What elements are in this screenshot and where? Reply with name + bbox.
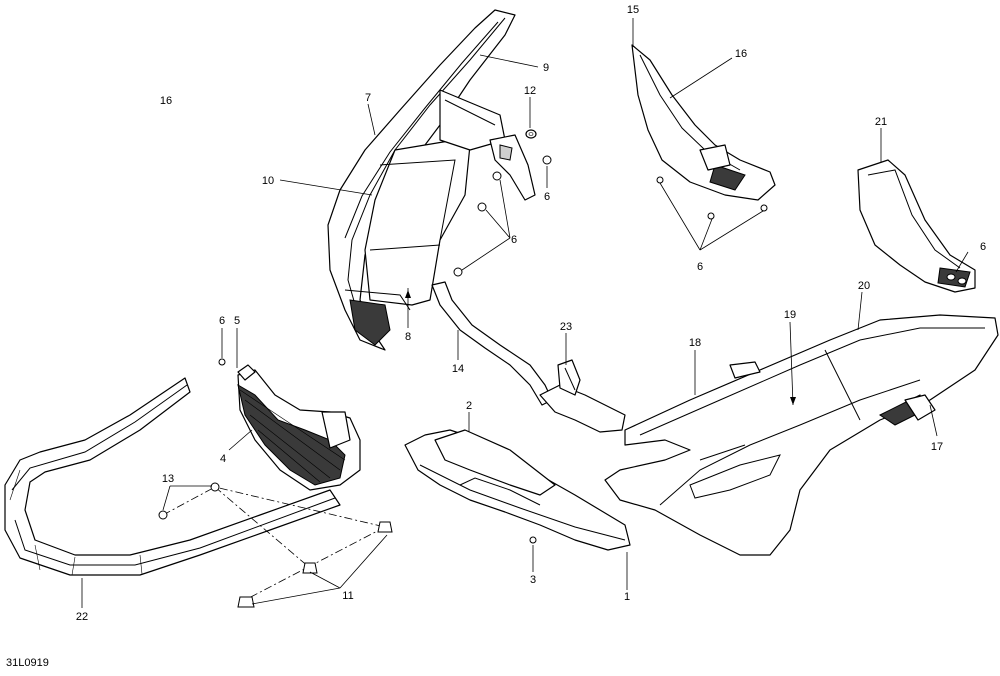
callout-2: 2 — [466, 400, 472, 412]
callout-8: 8 — [405, 331, 411, 343]
part-21-side-panel — [857, 159, 976, 293]
part-16-side-deflector — [631, 44, 776, 220]
callout-7: 7 — [365, 92, 371, 104]
callout-6-right: 6 — [697, 261, 703, 273]
clip-fasteners-center — [453, 155, 552, 277]
part-12-washer — [525, 129, 537, 139]
callout-16-right: 16 — [735, 48, 747, 60]
callout-6-center: 6 — [511, 234, 517, 246]
lower-center-panel — [404, 429, 631, 551]
grille-assembly — [218, 358, 361, 491]
callout-5: 5 — [234, 315, 240, 327]
callout-19: 19 — [784, 309, 796, 321]
callout-10: 10 — [262, 175, 274, 187]
callout-1: 1 — [624, 591, 630, 603]
callout-3: 3 — [530, 574, 536, 586]
callout-6-top: 6 — [544, 191, 550, 203]
diagram-reference-code: 31L0919 — [6, 657, 49, 669]
callout-4: 4 — [220, 453, 226, 465]
callout-16-left: 16 — [160, 95, 172, 107]
right-side-panel — [604, 314, 999, 556]
callout-18: 18 — [689, 337, 701, 349]
callout-6-far-right: 6 — [980, 241, 986, 253]
callout-9: 9 — [543, 62, 549, 74]
part-22-bumper — [4, 377, 341, 576]
callout-17: 17 — [931, 441, 943, 453]
callout-13: 13 — [162, 473, 174, 485]
callout-15: 15 — [627, 4, 639, 16]
callout-12: 12 — [524, 85, 536, 97]
callout-11: 11 — [342, 590, 353, 602]
callout-6-left: 6 — [219, 315, 225, 327]
callout-23: 23 — [560, 321, 572, 333]
leader-lines — [81, 18, 969, 608]
bolts-11-13 — [158, 482, 393, 608]
part-23-bracket — [539, 359, 626, 433]
callout-22: 22 — [76, 611, 88, 623]
callout-20: 20 — [858, 280, 870, 292]
upper-nose-panel — [327, 9, 553, 406]
callout-labels: 1 2 3 4 5 6 6 6 6 6 7 8 9 10 11 12 13 14… — [76, 4, 986, 623]
callout-21: 21 — [875, 116, 887, 128]
callout-14: 14 — [452, 363, 464, 375]
